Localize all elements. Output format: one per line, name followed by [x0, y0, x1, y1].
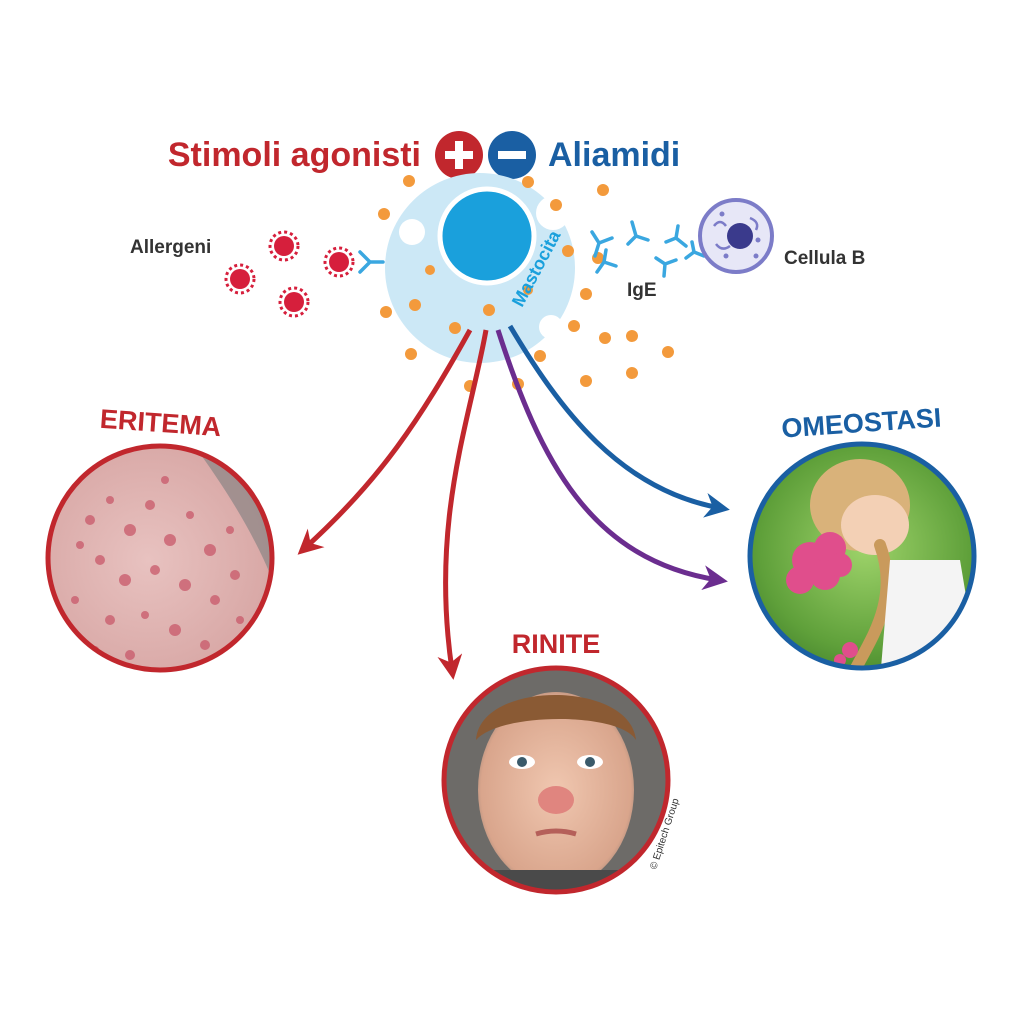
plus-circle-icon — [435, 131, 483, 179]
arrow-to-erythema — [297, 328, 473, 555]
ige-label: IgE — [627, 280, 657, 301]
granules — [409, 265, 533, 334]
antagonist-label: Aliamidi — [548, 136, 680, 174]
erythema-label: ERITEMA — [99, 404, 222, 442]
b-cell-icon — [698, 198, 774, 274]
antibody-y-icon — [358, 220, 706, 278]
erythema-photo — [48, 446, 272, 670]
mast-cell-nucleus — [437, 186, 537, 286]
arrow-to-homeostasis-blue — [507, 324, 730, 518]
b-cell-label: Cellula B — [784, 248, 865, 269]
minus-circle-icon — [488, 131, 536, 179]
homeostasis-label: OMEOSTASI — [781, 402, 943, 443]
mast-cell: Mastocita — [385, 173, 575, 363]
virus-icon — [224, 230, 355, 318]
rhinitis-photo — [444, 668, 668, 892]
allergens-label: Allergeni — [130, 237, 211, 258]
arrow-to-rhinitis — [437, 329, 489, 680]
rhinitis-label: RINITE — [512, 629, 601, 659]
homeostasis-photo — [750, 444, 974, 668]
arrow-to-homeostasis-purple — [495, 329, 728, 591]
agonist-label: Stimoli agonisti — [168, 136, 421, 174]
